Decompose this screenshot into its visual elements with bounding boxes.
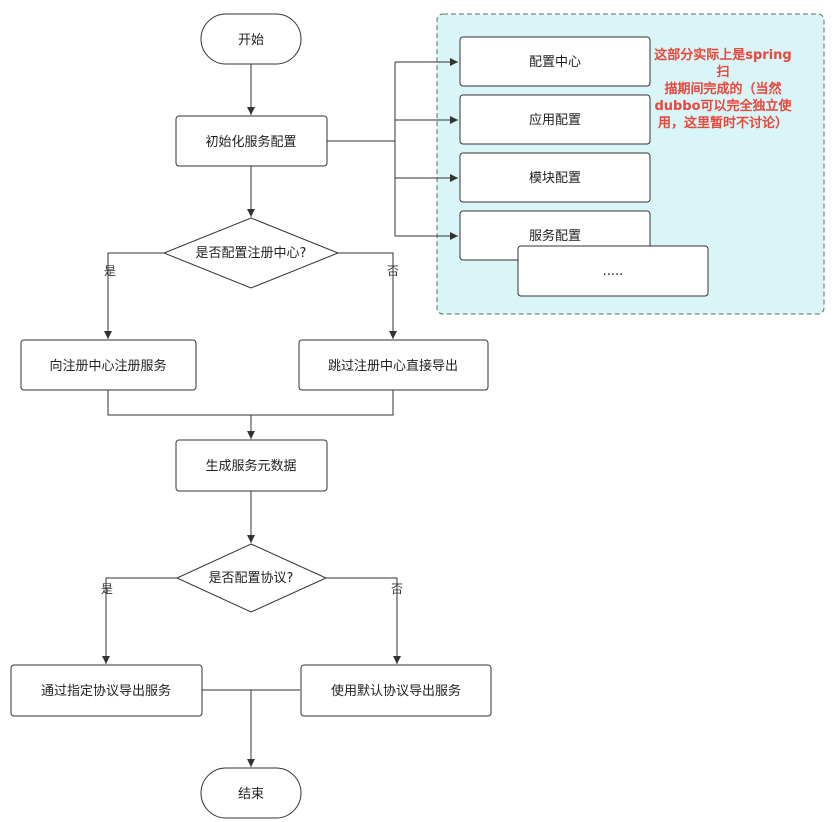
edge-merge-registry [107, 390, 394, 416]
config-note: 这部分实际上是spring扫 描期间完成的（当然 dubbo可以完全独立使 用，… [648, 47, 798, 132]
connectors [102, 58, 458, 767]
specified-protocol-label: 通过指定协议导出服务 [41, 683, 171, 699]
registry-yes-label: 是 [104, 264, 116, 278]
config-note-line-1: 这部分实际上是spring扫 [654, 48, 792, 80]
start-node [200, 13, 302, 65]
protocol-no-label: 否 [391, 582, 403, 596]
default-protocol-node [300, 664, 492, 717]
metadata-label: 生成服务元数据 [205, 458, 296, 474]
register-label: 向注册中心注册服务 [49, 358, 166, 374]
config-note-line-4: 用，这里暂时不讨论） [657, 116, 788, 131]
config-note-line-3: dubbo可以完全独立使 [654, 99, 792, 114]
default-protocol-label: 使用默认协议导出服务 [331, 683, 461, 699]
module-config-node [459, 152, 651, 203]
module-config-label: 模块配置 [529, 171, 581, 186]
end-node [200, 767, 302, 819]
metadata-node [175, 439, 328, 492]
start-label: 开始 [238, 33, 264, 48]
edge-protocol-yes [102, 577, 177, 664]
init-label: 初始化服务配置 [205, 134, 296, 150]
edge-registry-yes [104, 252, 164, 339]
skip-registry-node [298, 339, 489, 391]
registry-decision-node [162, 217, 340, 289]
end-label: 结束 [238, 787, 264, 802]
service-config-label: 服务配置 [529, 228, 581, 244]
specified-protocol-node [10, 664, 203, 717]
config-note-line-2: 描期间完成的（当然 [664, 82, 782, 97]
app-config-node [459, 94, 651, 145]
edge-registry-no [338, 252, 397, 339]
more-config-node [517, 245, 709, 297]
protocol-yes-label: 是 [101, 582, 113, 596]
registry-no-label: 否 [387, 264, 399, 278]
protocol-decision-node [175, 543, 328, 613]
register-node [20, 339, 197, 391]
protocol-decision-label: 是否配置协议? [209, 571, 294, 586]
skip-registry-label: 跳过注册中心直接导出 [328, 358, 458, 374]
more-config-label: ..... [603, 264, 624, 279]
registry-decision-label: 是否配置注册中心? [196, 246, 307, 261]
config-center-label: 配置中心 [529, 55, 581, 70]
init-node [175, 115, 328, 167]
edge-protocol-no [326, 577, 401, 664]
app-config-label: 应用配置 [529, 112, 581, 128]
config-center-node [459, 36, 651, 87]
